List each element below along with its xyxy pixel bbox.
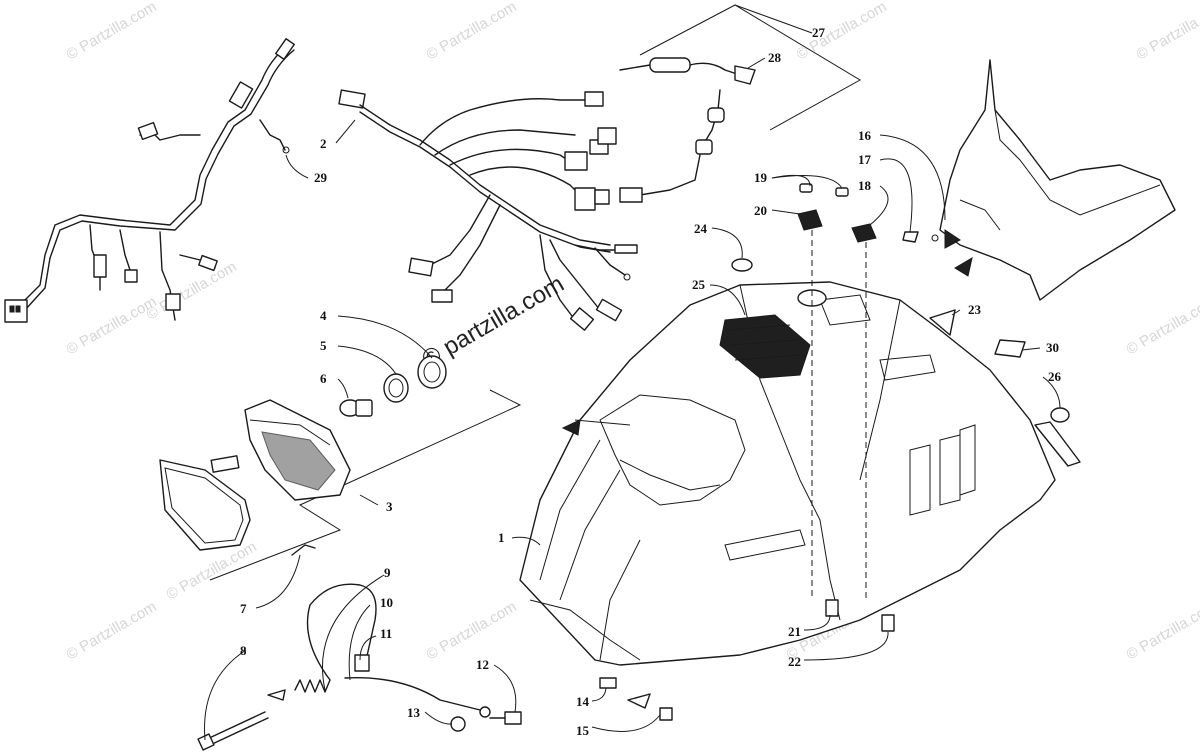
callout-8: 8 [240,643,247,658]
callout-20: 20 [754,203,767,218]
callout-6: 6 [320,371,327,386]
callout-23: 23 [968,302,982,317]
callout-14: 14 [576,694,590,709]
callout-5: 5 [320,338,327,353]
decals [731,258,1081,467]
callout-16: 16 [858,128,872,143]
watermark: © Partzilla.com [1124,293,1200,358]
watermark: © Partzilla.com [64,293,160,358]
callout-18: 18 [858,178,872,193]
callout-26: 26 [1048,369,1062,384]
windshield [902,59,1176,301]
callout-21: 21 [788,624,801,639]
callout-4: 4 [320,308,327,323]
callout-1: 1 [498,530,505,545]
callout-22: 22 [788,654,801,669]
callout-13: 13 [407,705,421,720]
watermark: © Partzilla.com [1124,598,1200,663]
callout-2: 2 [320,136,327,151]
callout-25: 25 [692,277,706,292]
fastener-set [599,677,673,721]
watermark: © Partzilla.com [64,598,160,663]
callout-30: 30 [1046,340,1059,355]
callout-24: 24 [694,221,708,236]
callout-28: 28 [768,50,782,65]
callout-19: 19 [754,170,768,185]
watermark: © Partzilla.com [424,598,520,663]
watermark: © Partzilla.com [144,258,240,323]
callout-12: 12 [476,657,489,672]
watermark: © Partzilla.com [424,0,520,63]
watermark-main: © partzilla.com [418,270,569,373]
callout-29: 29 [314,170,328,185]
callout-3: 3 [386,499,393,514]
callout-11: 11 [380,626,392,641]
headlight-group-bracket [209,389,522,581]
wiring-harness-main [338,89,638,331]
headlight-assembly [159,355,522,581]
callout-leaders [204,4,1061,741]
callout-17: 17 [858,152,872,167]
callout-7: 7 [240,601,247,616]
windshield-fasteners [797,183,895,632]
wiring-harness-left [4,38,295,323]
callout-9: 9 [384,565,391,580]
callout-10: 10 [380,595,393,610]
dimmer-switch [619,4,861,203]
watermark: © Partzilla.com [1134,0,1200,63]
hood-latch-cable [197,583,522,751]
callout-27: 27 [812,25,826,40]
callout-15: 15 [576,723,590,738]
callout-labels: 1 2 3 4 5 6 7 8 9 10 11 12 13 14 15 16 1… [240,25,1062,738]
hood [519,281,1056,666]
watermark: © Partzilla.com [64,0,160,63]
